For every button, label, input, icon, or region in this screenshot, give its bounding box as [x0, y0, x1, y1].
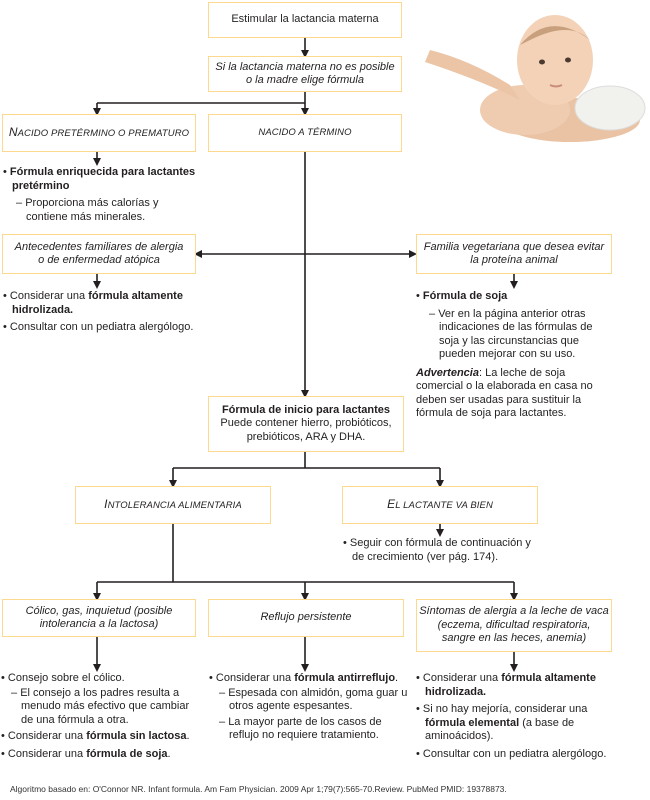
box-label: la proteína animal — [470, 254, 558, 266]
notes-va-bien: • Seguir con fórmula de continuación y d… — [343, 537, 531, 563]
note-text: Considerar una — [215, 672, 295, 684]
note-bold: fórmula altamente hidrolizada. — [425, 672, 596, 698]
box-colico: Cólico, gas, inquietud (posible intolera… — [2, 599, 196, 637]
note-bold: fórmula elemental — [425, 716, 520, 729]
box-label: Antecedentes familiares de alergia — [14, 240, 184, 253]
note-text: Seguir con fórmula de continuación y de … — [349, 537, 531, 563]
box-label: prebióticos, ARA y DHA. — [246, 430, 366, 443]
box-label: Nacido a término — [258, 127, 352, 139]
footer-citation: Algoritmo basado en: O'Connor NR. Infant… — [10, 784, 507, 794]
box-label-cap: I — [104, 496, 108, 511]
note-bold: fórmula sin lactosa — [86, 730, 187, 742]
note-text: Consultar con un pediatra alergólogo. — [422, 747, 607, 760]
box-reflujo: Reflujo persistente — [208, 599, 404, 637]
notes-colico: • Consejo sobre el cólico. – El consejo … — [1, 672, 190, 760]
box-label: Reflujo persistente — [260, 611, 352, 624]
note-text: Consejo sobre el cólico. — [7, 672, 125, 684]
box-label: l lactante va bien — [395, 499, 493, 511]
box-label: Cólico, gas, inquietud (posible — [25, 604, 173, 617]
note-text: (a base de aminoácidos). — [425, 716, 575, 743]
box-alergia-leche-vaca: Síntomas de alergia a la leche de vaca (… — [416, 599, 612, 652]
box-nacido-termino: Nacido a término — [208, 114, 402, 152]
box-label: o de enfermedad atópica — [38, 254, 160, 266]
notes-reflujo: • Considerar una fórmula antirreflujo. –… — [209, 672, 408, 742]
box-intolerancia: Intolerancia alimentaria — [75, 486, 271, 524]
note-bold: fórmula altamente hidrolizada. — [12, 290, 183, 316]
note-text: Considerar una — [422, 672, 502, 684]
warning-label: Advertencia — [416, 366, 479, 379]
box-label: (eczema, dificultad respiratoria, — [437, 618, 591, 631]
box-label: Puede contener hierro, probióticos, — [220, 417, 392, 430]
note-bold: Fórmula de soja — [422, 290, 508, 302]
note-sub: La mayor parte de los casos de reflujo n… — [228, 715, 382, 742]
box-label: o la madre elige fórmula — [245, 74, 364, 86]
note-text: Considerar una — [7, 730, 87, 742]
note-text: Considerar una — [7, 747, 87, 760]
note-text: Considerar una — [9, 290, 89, 302]
box-antecedentes-alergia: Antecedentes familiares de alergia o de … — [2, 234, 196, 274]
note-sub: Ver en la página anterior otras indicaci… — [438, 307, 593, 361]
notes-alergia: • Considerar una fórmula altamente hidro… — [3, 290, 194, 333]
warning-text: : La leche de soja comercial o la elabor… — [416, 366, 593, 420]
note-sub: Espesada con almidón, goma guar u otros … — [228, 686, 408, 713]
box-title: Fórmula de inicio para lactantes — [221, 403, 391, 416]
note-bold: fórmula de soja — [86, 747, 168, 760]
note-bold: fórmula antirreflujo — [294, 672, 396, 684]
box-lactante-va-bien: El lactante va bien — [342, 486, 538, 524]
box-label: sangre en las heces, anemia) — [441, 632, 587, 645]
box-label-cap: E — [387, 496, 396, 511]
box-formula-inicio: Fórmula de inicio para lactantes Puede c… — [208, 396, 404, 452]
notes-pretermino: • Fórmula enriquecida para lactantes pre… — [3, 166, 196, 223]
box-label: Si la lactancia materna no es posible — [215, 60, 395, 73]
box-familia-vegetariana: Familia vegetariana que desea evitar la … — [416, 234, 612, 274]
box-label: ntolerancia alimentaria — [107, 499, 242, 511]
box-label: intolerancia a la lactosa) — [39, 618, 159, 630]
baby-photo — [425, 15, 646, 142]
note-sub: Proporciona más calorías y contiene más … — [25, 197, 159, 223]
note-text: Si no hay mejoría, considerar una — [422, 703, 588, 715]
box-lactancia-no-posible: Si la lactancia materna no es posible o … — [208, 56, 402, 92]
note-bold: Fórmula enriquecida para lactantes preté… — [9, 166, 196, 192]
box-label-cap: N — [8, 124, 18, 139]
notes-alergia-leche: • Considerar una fórmula altamente hidro… — [416, 672, 607, 760]
box-label: Estimular la lactancia materna — [231, 13, 379, 26]
box-label: Familia vegetariana que desea evitar — [423, 240, 605, 253]
box-label: acido pretérmino o prematuro — [17, 127, 190, 139]
box-label: Síntomas de alergia a la leche de vaca — [419, 605, 609, 618]
box-estimular-lactancia: Estimular la lactancia materna — [208, 2, 402, 38]
note-sub: El consejo a los padres resulta a menudo… — [20, 686, 190, 726]
note-text: Consultar con un pediatra alergólogo. — [9, 321, 194, 333]
notes-vegetariana: • Fórmula de soja – Ver en la página ant… — [416, 290, 593, 420]
box-nacido-pretermino: Nacido pretérmino o prematuro — [2, 114, 196, 152]
